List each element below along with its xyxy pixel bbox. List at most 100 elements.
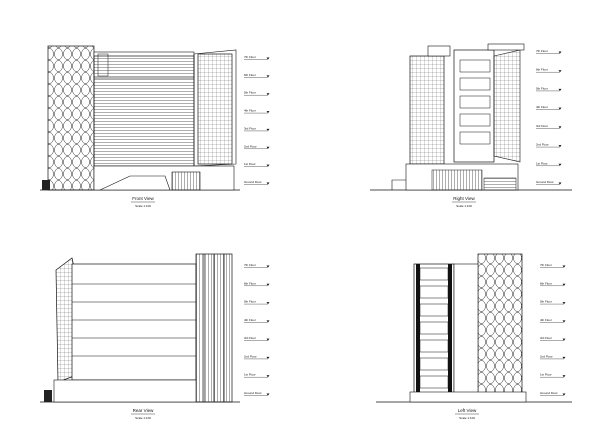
- level-label: Ground Floor: [244, 391, 262, 395]
- level-marker-icon: [562, 320, 566, 323]
- right-glass-tower: [409, 55, 445, 165]
- left-mesh-tower: [477, 253, 523, 399]
- level-marker-icon: [558, 88, 562, 91]
- rear-fin-columns: [203, 254, 225, 402]
- right-podium-glass: [431, 169, 483, 191]
- left-dark-mullions: [416, 264, 452, 398]
- rear-view-scale: Scale 1:100: [135, 416, 151, 420]
- level-marker-icon: [266, 75, 270, 78]
- level-marker-icon: [562, 265, 566, 268]
- level-label: 2nd Floor: [536, 143, 549, 147]
- level-marker-icon: [266, 393, 270, 396]
- right-view: 7th Floor 6th Floor 5th Floor 4th Floor 3rd …: [370, 43, 572, 208]
- level-marker-icon: [266, 164, 270, 167]
- rear-main-block: [71, 263, 197, 381]
- level-marker-icon: [558, 70, 562, 73]
- front-main-block: [93, 55, 195, 167]
- right-stair: [391, 179, 406, 190]
- left-base-block: [409, 391, 527, 403]
- level-label: 7th Floor: [244, 55, 256, 59]
- level-marker-icon: [562, 393, 566, 396]
- left-view: 7th Floor 6th Floor 5th Floor 4th Floor 3rd …: [376, 253, 572, 420]
- level-marker-icon: [266, 283, 270, 286]
- front-view: 7th Floor 6th Floor 5th Floor 4th Floor 3rd …: [40, 45, 270, 208]
- level-label: 4th Floor: [536, 105, 548, 109]
- left-view-title: Left View: [458, 408, 477, 413]
- level-label: 2nd Floor: [540, 354, 553, 358]
- level-label: 3rd Floor: [536, 124, 548, 128]
- front-right-wedge: [193, 49, 237, 167]
- level-label: 1st Floor: [536, 161, 548, 165]
- level-marker-icon: [266, 128, 270, 131]
- level-label: 1st Floor: [244, 162, 256, 166]
- level-label: 7th Floor: [540, 263, 552, 267]
- right-center-frame: [453, 49, 495, 163]
- level-marker-icon: [266, 57, 270, 60]
- level-marker-icon: [266, 302, 270, 305]
- front-entrance-doors: [171, 171, 201, 191]
- level-label: 4th Floor: [244, 109, 256, 113]
- level-label: 1st Floor: [244, 373, 256, 377]
- front-view-scale: Scale 1:100: [135, 204, 151, 208]
- level-marker-icon: [558, 51, 562, 54]
- level-label: 6th Floor: [536, 68, 548, 72]
- left-level-markers: 7th Floor 6th Floor 5th Floor 4th Floor 3rd …: [540, 263, 566, 396]
- level-label: 1st Floor: [540, 373, 552, 377]
- right-slanted-glass: [493, 49, 521, 163]
- right-floor-bays: [459, 59, 491, 145]
- level-label: Ground Floor: [244, 180, 262, 184]
- level-label: 4th Floor: [540, 318, 552, 322]
- level-marker-icon: [266, 146, 270, 149]
- right-view-title: Right View: [453, 196, 475, 201]
- level-marker-icon: [562, 375, 566, 378]
- level-label: 2nd Floor: [244, 354, 257, 358]
- level-marker-icon: [562, 338, 566, 341]
- level-label: 5th Floor: [244, 300, 256, 304]
- rear-floor-slabs: [72, 283, 196, 357]
- left-view-scale: Scale 1:100: [459, 416, 475, 420]
- level-label: 5th Floor: [540, 300, 552, 304]
- level-marker-icon: [558, 145, 562, 148]
- level-marker-icon: [266, 182, 270, 185]
- level-label: Ground Floor: [540, 391, 558, 395]
- left-connector: [453, 263, 479, 399]
- level-marker-icon: [266, 375, 270, 378]
- level-marker-icon: [266, 320, 270, 323]
- level-marker-icon: [558, 163, 562, 166]
- level-marker-icon: [266, 93, 270, 96]
- level-marker-icon: [562, 283, 566, 286]
- level-label: 2nd Floor: [244, 144, 257, 148]
- level-label: 3rd Floor: [244, 126, 256, 130]
- front-left-tower: [47, 45, 95, 191]
- right-roof-structure: [427, 45, 451, 57]
- level-marker-icon: [558, 107, 562, 110]
- level-label: 3rd Floor: [540, 336, 552, 340]
- rear-podium: [53, 379, 197, 403]
- rear-view-title: Rear View: [133, 408, 154, 413]
- level-marker-icon: [562, 356, 566, 359]
- left-window-bays: [419, 267, 449, 389]
- level-label: 5th Floor: [244, 91, 256, 95]
- level-marker-icon: [266, 356, 270, 359]
- front-base-plinth: [42, 180, 50, 190]
- level-marker-icon: [558, 126, 562, 129]
- front-right-glass-tower: [197, 53, 233, 165]
- level-label: 7th Floor: [244, 263, 256, 267]
- level-label: 6th Floor: [540, 281, 552, 285]
- right-top-cap: [487, 43, 525, 51]
- level-marker-icon: [266, 111, 270, 114]
- level-label: 6th Floor: [244, 281, 256, 285]
- level-label: 7th Floor: [536, 49, 548, 53]
- front-entrance-ramp: [99, 175, 171, 191]
- front-level-markers: 7th Floor 6th Floor 5th Floor 4th Floor 3rd …: [244, 55, 270, 185]
- level-marker-icon: [562, 302, 566, 305]
- level-label: 6th Floor: [244, 73, 256, 77]
- front-podium: [93, 165, 235, 191]
- level-label: 5th Floor: [536, 86, 548, 90]
- rear-base-plinth: [44, 390, 52, 402]
- right-level-markers: 7th Floor 6th Floor 5th Floor 4th Floor 3rd …: [536, 49, 562, 185]
- level-label: 4th Floor: [244, 318, 256, 322]
- level-marker-icon: [266, 338, 270, 341]
